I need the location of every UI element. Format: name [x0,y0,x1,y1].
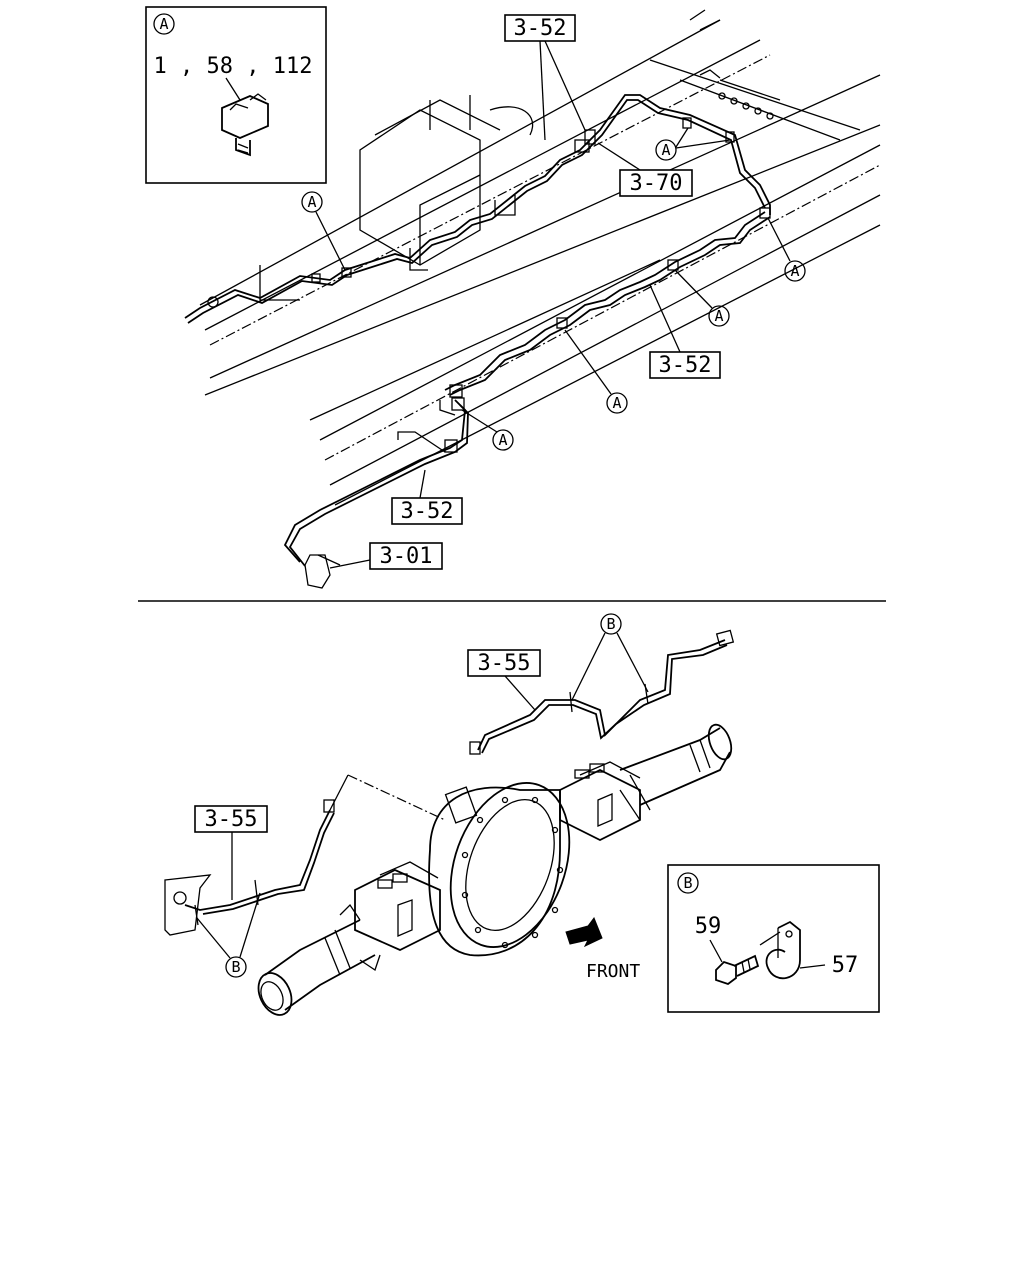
marker-a-4: A [714,307,723,325]
ref-box-3-01 [369,542,443,570]
marker-a-1: A [307,193,316,211]
front-arrow-icon [565,916,603,948]
detail-b-frame [667,864,880,1013]
detail-a-parts: 1 , 58 , 112 [154,54,313,79]
ref-box-3-55-left [194,805,268,833]
detail-a-inset: A 1 , 58 , 112 [145,6,327,184]
ref-3-55-top: 3-55 [478,651,531,676]
marker-a-3: A [790,262,799,280]
marker-a-2: A [661,141,670,159]
marker-a-5: A [612,394,621,412]
front-label: FRONT [586,961,640,982]
ref-3-01: 3-01 [380,544,433,569]
ref-3-52-top: 3-52 [514,16,567,41]
detail-a-marker: A [159,15,168,33]
upper-frame-assembly [184,9,881,589]
marker-a-6: A [498,431,507,449]
ref-box-3-52-low [391,497,463,525]
detail-a-frame [145,6,327,184]
ref-3-52-low: 3-52 [401,499,454,524]
clip-icon [759,920,801,980]
ref-3-70: 3-70 [630,171,683,196]
clip-part-number: 57 [832,953,859,978]
ref-3-52-mid: 3-52 [659,353,712,378]
lower-callouts: 3-55 3-55 B B FRONT [194,613,649,982]
clip-fastener-icon [221,93,269,157]
rear-axle-assembly [257,723,733,1016]
bolt-part-number: 59 [695,914,722,939]
marker-a-circle [153,13,175,35]
detail-b-inset: B 59 57 [667,864,880,1013]
lower-pipes [164,629,735,936]
marker-b-1: B [606,615,615,633]
bolt-icon [715,954,760,986]
upper-callouts: 3-52 3-70 3-52 3-52 3-01 A A A A A [301,14,806,570]
ref-box-3-70 [619,169,693,197]
detail-b-marker: B [683,874,692,892]
ref-box-3-55-top [467,649,541,677]
marker-b-2: B [231,958,240,976]
ref-box-3-52-mid [649,351,721,379]
ref-3-55-left: 3-55 [205,807,258,832]
